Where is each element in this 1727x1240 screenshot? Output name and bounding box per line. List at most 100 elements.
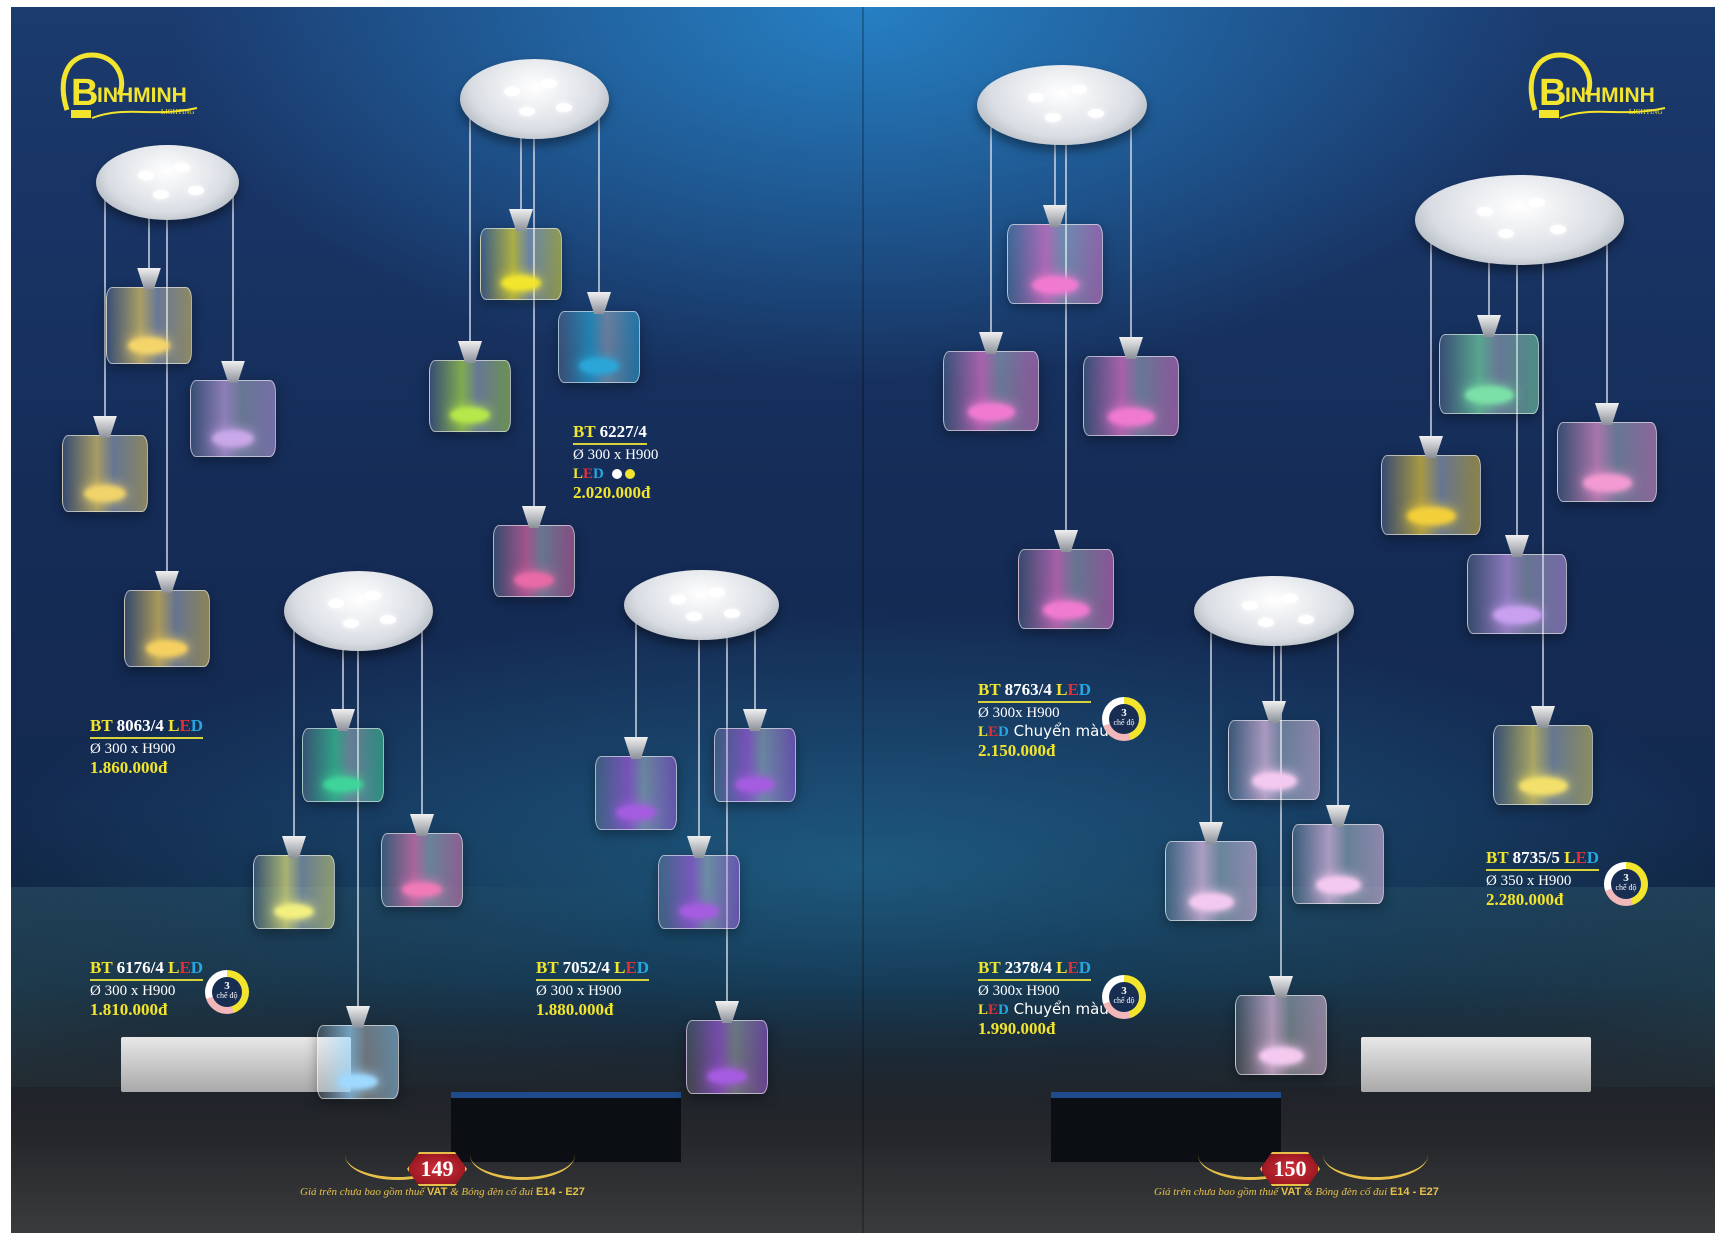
bulb-glow (679, 903, 719, 920)
lamp-wire (1210, 611, 1212, 841)
product-price: 2.280.000đ (1486, 890, 1564, 909)
label-part: BT (978, 958, 1001, 977)
label-part: 8063/4 (116, 716, 164, 735)
shade-cap (587, 292, 611, 314)
label-part: D (190, 958, 204, 977)
led-line: LED (978, 1002, 1009, 1018)
canopy-light (724, 608, 741, 618)
shade-cap (221, 360, 245, 383)
label-part: L (1564, 848, 1576, 867)
lamp-shade (1007, 205, 1103, 304)
ornament-right-149 (470, 1150, 575, 1180)
bulb-glow (735, 776, 775, 793)
product-dimensions: Ø 300x H900 (978, 983, 1109, 1000)
footer-text: Giá trên chưa bao gồm thuế (1154, 1186, 1281, 1198)
label-part: Ø (573, 447, 584, 463)
lamp-shade (1292, 805, 1384, 904)
lamp-shade (253, 836, 335, 929)
label-part: chế độ (1113, 718, 1135, 727)
lamp-wire (1280, 611, 1282, 995)
bulb-glow (128, 337, 170, 354)
svg-text:B: B (71, 72, 98, 114)
label-part: Ø (978, 705, 989, 721)
color-dot (624, 469, 635, 479)
lamp-shade (1557, 403, 1657, 502)
label-part: D (636, 958, 650, 977)
label-part: BT (90, 716, 113, 735)
label-part: BT (1486, 848, 1509, 867)
label-part: 3 (1121, 985, 1127, 997)
footer-vat: VAT (426, 1186, 448, 1198)
label-part: 300x H900 (992, 983, 1060, 999)
product-price: 1.990.000đ (978, 1019, 1056, 1038)
label-part: chế độ (1113, 996, 1135, 1005)
canopy-light (365, 591, 382, 600)
lamp-shade (558, 292, 640, 383)
shade-cap (93, 415, 117, 438)
shade-cap (1119, 337, 1143, 359)
canopy-light (708, 587, 725, 597)
label-part: D (1586, 848, 1600, 867)
label-part: BT (573, 422, 596, 441)
ornament-left-149 (345, 1150, 450, 1180)
lamp-wire (698, 605, 700, 855)
bulb-glow (450, 407, 490, 423)
label-part: E (1067, 680, 1079, 699)
lamp-wire (1430, 220, 1432, 455)
footer-socket: E14 - E27 (535, 1186, 585, 1198)
lamp-shade (658, 836, 740, 929)
lamp-shade (686, 1001, 768, 1094)
label-part: Ø (1486, 873, 1497, 889)
lamp-wire (1054, 105, 1056, 224)
shade-cap (458, 341, 482, 363)
shade-cap (1531, 706, 1555, 728)
bulb-glow (146, 640, 188, 657)
bulb-glow (1251, 772, 1297, 790)
bulb-glow (1315, 876, 1361, 894)
bulb-glow (1464, 386, 1514, 404)
lamp-shade (943, 332, 1039, 431)
canopy-light (380, 615, 397, 624)
lamp-shade (1165, 822, 1257, 921)
label-part: L (1056, 680, 1068, 699)
bulb-glow (323, 776, 363, 793)
shade-cap (1419, 436, 1443, 458)
bulb-glow (514, 572, 554, 588)
lamp-canopy (1414, 175, 1624, 265)
shade-cap (1054, 530, 1078, 552)
lamp-canopy (283, 571, 433, 651)
bulb-glow (1258, 1047, 1304, 1065)
label-part: Ø (90, 741, 101, 757)
canopy-light (670, 594, 686, 604)
canopy-light (1070, 85, 1087, 94)
label-part: E (625, 958, 637, 977)
bulb-glow (212, 430, 254, 447)
page-number-149: 149 (407, 1152, 467, 1186)
label-part: E (179, 716, 191, 735)
product-code: BT 8763/4 LED (978, 680, 1092, 703)
tv-cabinet-left (121, 1037, 351, 1092)
bulb-glow (1031, 276, 1079, 294)
label-part: 300 x H900 (550, 983, 622, 999)
footer-socket: E14 - E27 (1389, 1186, 1439, 1198)
bulb-glow (274, 903, 314, 920)
product-code: BT 7052/4 LED (536, 958, 650, 981)
product-dimensions: Ø 350 x H900 (1486, 873, 1599, 890)
label-part: D (190, 716, 204, 735)
shade-cap (137, 267, 161, 290)
lamp-wire (1488, 220, 1490, 334)
led-line: LED (978, 724, 1009, 740)
label-part: D (1078, 958, 1092, 977)
bulb-glow (501, 275, 541, 291)
shade-cap (410, 814, 434, 836)
shade-cap (1326, 805, 1350, 827)
page-fold (862, 7, 864, 1233)
label-part: E (1067, 958, 1079, 977)
canopy-light (1298, 614, 1314, 624)
canopy-light (556, 103, 573, 112)
footer-vat: VAT (1280, 1186, 1302, 1198)
label-part: BT (90, 958, 113, 977)
